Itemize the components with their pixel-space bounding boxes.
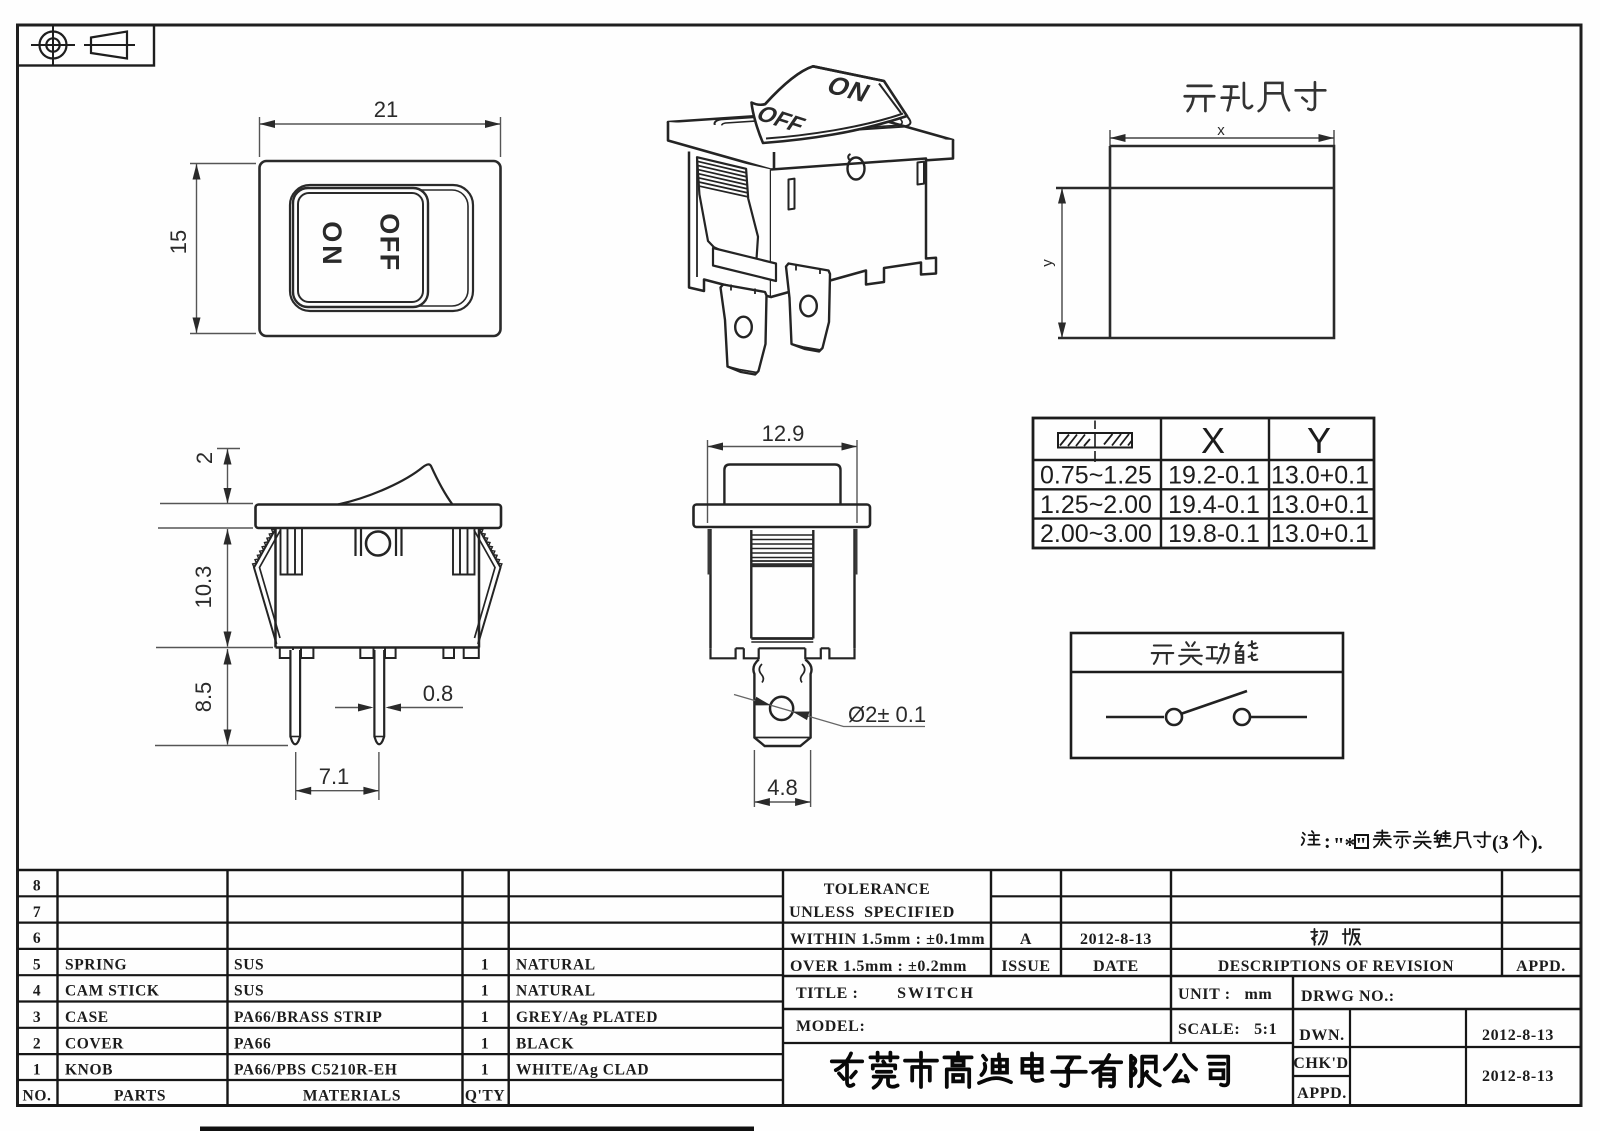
svg-text:SUS: SUS — [234, 983, 264, 1000]
svg-text:1: 1 — [481, 983, 489, 1000]
svg-text:4.8: 4.8 — [767, 775, 798, 800]
svg-text:0.8: 0.8 — [423, 681, 454, 706]
svg-text:DATE: DATE — [1093, 958, 1139, 975]
svg-text:1: 1 — [481, 1009, 489, 1026]
svg-text:10.3: 10.3 — [191, 566, 216, 609]
svg-text:1: 1 — [481, 1035, 489, 1052]
svg-text:ON: ON — [317, 221, 347, 268]
svg-text:X: X — [1201, 420, 1225, 461]
svg-text:UNIT : mm: UNIT : mm — [1178, 986, 1272, 1003]
svg-text:MATERIALS: MATERIALS — [303, 1087, 401, 1104]
svg-text:2.00~3.00: 2.00~3.00 — [1040, 520, 1152, 548]
svg-text:DESCRIPTIONS OF REVISION: DESCRIPTIONS OF REVISION — [1218, 958, 1454, 975]
svg-text:SCALE: 5:1: SCALE: 5:1 — [1178, 1021, 1277, 1038]
svg-text:13.0+0.1: 13.0+0.1 — [1271, 520, 1369, 548]
svg-text:2012-8-13: 2012-8-13 — [1080, 931, 1152, 948]
svg-text:Y: Y — [1307, 420, 1331, 461]
svg-text:5: 5 — [33, 956, 41, 973]
svg-text:UNLESS SPECIFIED: UNLESS SPECIFIED — [789, 904, 955, 921]
svg-text:TOLERANCE: TOLERANCE — [824, 881, 930, 898]
svg-text:6: 6 — [33, 930, 41, 947]
svg-text:CAM STICK: CAM STICK — [65, 983, 160, 1000]
svg-text:7.1: 7.1 — [319, 764, 350, 789]
svg-text:NO.: NO. — [23, 1087, 52, 1104]
svg-text:OFF: OFF — [375, 213, 405, 272]
svg-text:2: 2 — [192, 452, 217, 464]
svg-text:ISSUE: ISSUE — [1001, 958, 1050, 975]
svg-text:DWN.: DWN. — [1299, 1027, 1345, 1044]
svg-text:SUS: SUS — [234, 956, 264, 973]
svg-text::: : — [1324, 831, 1331, 853]
svg-text:WITHIN 1.5mm : ±0.1mm: WITHIN 1.5mm : ±0.1mm — [790, 931, 985, 948]
svg-text:APPD.: APPD. — [1297, 1085, 1347, 1102]
svg-text:(3: (3 — [1492, 832, 1509, 854]
svg-text:19.2-0.1: 19.2-0.1 — [1168, 462, 1260, 490]
svg-text:TITLE :: TITLE : — [796, 985, 858, 1002]
svg-text:DRWG NO.:: DRWG NO.: — [1301, 988, 1395, 1005]
svg-text:MODEL:: MODEL: — [796, 1018, 865, 1035]
svg-text:3: 3 — [33, 1009, 41, 1026]
svg-text:Q'TY: Q'TY — [465, 1087, 505, 1104]
svg-text:1: 1 — [33, 1061, 41, 1078]
svg-text:1: 1 — [481, 956, 489, 973]
svg-text:21: 21 — [374, 97, 398, 122]
svg-text:GREY/Ag PLATED: GREY/Ag PLATED — [516, 1009, 658, 1026]
svg-text:19.8-0.1: 19.8-0.1 — [1168, 520, 1260, 548]
svg-text:Ø2± 0.1: Ø2± 0.1 — [848, 702, 926, 727]
svg-text:12.9: 12.9 — [762, 421, 805, 446]
svg-text:A: A — [1020, 931, 1032, 948]
svg-text:2012-8-13: 2012-8-13 — [1482, 1068, 1554, 1085]
svg-text:15: 15 — [166, 230, 191, 254]
svg-text:OVER 1.5mm : ±0.2mm: OVER 1.5mm : ±0.2mm — [790, 958, 967, 975]
svg-text:8: 8 — [33, 878, 41, 895]
svg-text:PA66/PBS C5210R-EH: PA66/PBS C5210R-EH — [234, 1061, 397, 1078]
svg-text:COVER: COVER — [65, 1035, 124, 1052]
svg-text:7: 7 — [33, 904, 41, 921]
svg-text:1: 1 — [481, 1061, 489, 1078]
svg-text:WHITE/Ag CLAD: WHITE/Ag CLAD — [516, 1061, 649, 1078]
svg-text:y: y — [1039, 259, 1056, 267]
svg-text:2: 2 — [33, 1035, 41, 1052]
svg-text:CASE: CASE — [65, 1009, 109, 1026]
svg-text:).: ). — [1531, 832, 1543, 854]
svg-text:SPRING: SPRING — [65, 956, 127, 973]
svg-text:2012-8-13: 2012-8-13 — [1482, 1027, 1554, 1044]
svg-text:SWITCH: SWITCH — [897, 985, 975, 1002]
svg-text:13.0+0.1: 13.0+0.1 — [1271, 462, 1369, 490]
svg-text:1.25~2.00: 1.25~2.00 — [1040, 491, 1152, 519]
svg-text:PARTS: PARTS — [114, 1087, 166, 1104]
svg-text:PA66/BRASS STRIP: PA66/BRASS STRIP — [234, 1009, 382, 1026]
svg-text:APPD.: APPD. — [1516, 958, 1566, 975]
svg-text:19.4-0.1: 19.4-0.1 — [1168, 491, 1260, 519]
svg-text:"*": "*" — [1333, 833, 1367, 857]
svg-text:PA66: PA66 — [234, 1035, 271, 1052]
svg-text:13.0+0.1: 13.0+0.1 — [1271, 491, 1369, 519]
svg-text:KNOB: KNOB — [65, 1061, 113, 1078]
svg-text:BLACK: BLACK — [516, 1035, 574, 1052]
svg-text:NATURAL: NATURAL — [516, 956, 596, 973]
svg-text:8.5: 8.5 — [191, 682, 216, 713]
svg-text:x: x — [1217, 122, 1225, 139]
svg-text:NATURAL: NATURAL — [516, 983, 596, 1000]
svg-text:0.75~1.25: 0.75~1.25 — [1040, 462, 1152, 490]
svg-text:CHK'D: CHK'D — [1293, 1055, 1348, 1072]
svg-text:4: 4 — [33, 983, 41, 1000]
